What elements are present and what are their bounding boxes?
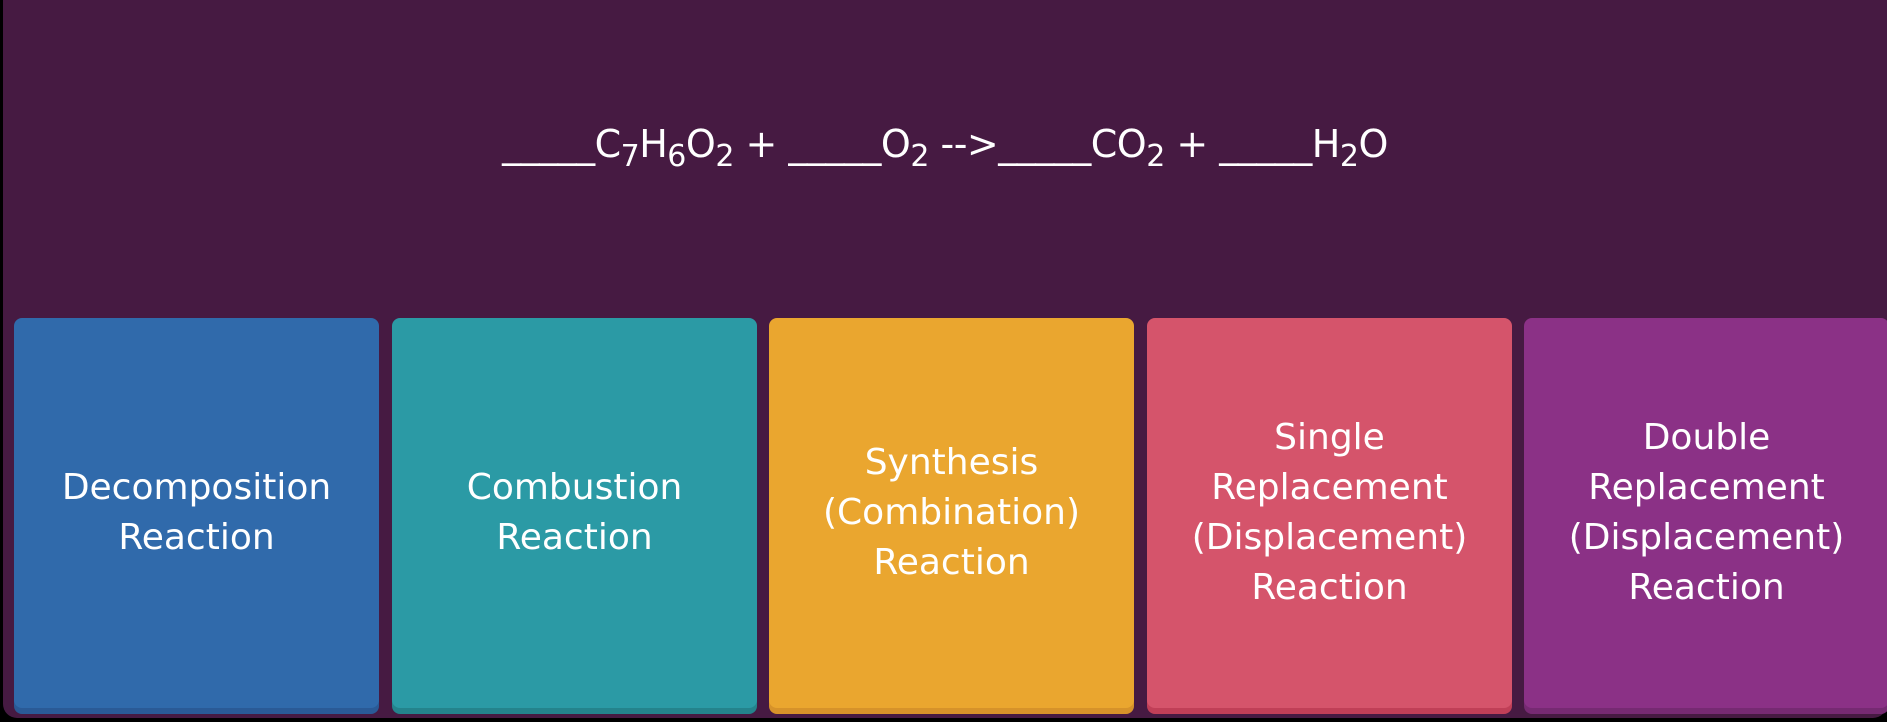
equation-subscript: 6: [667, 139, 686, 174]
answer-label-line: (Displacement): [1191, 517, 1468, 558]
answer-label-line: Double: [1642, 417, 1771, 458]
answer-label-line: Synthesis: [864, 442, 1039, 483]
equation-subscript: 2: [1339, 139, 1359, 174]
equation-text: O: [685, 122, 716, 166]
equation-subscript: 2: [715, 139, 734, 174]
equation-text: O: [1358, 122, 1388, 166]
answer-label-line: Decomposition: [61, 467, 332, 508]
equation-subscript: 2: [1146, 139, 1165, 174]
answer-option-3[interactable]: Synthesis (Combination) Reaction: [769, 318, 1134, 708]
equation-text: -->_____CO: [928, 122, 1147, 166]
answer-label: Synthesis (Combination) Reaction: [823, 438, 1080, 588]
answer-label-line: Reaction: [1251, 567, 1408, 608]
answer-label-line: Replacement: [1211, 467, 1448, 508]
equation-subscript: 7: [620, 139, 640, 174]
answer-label-line: Reaction: [873, 542, 1030, 583]
answer-label-line: (Displacement): [1568, 517, 1845, 558]
answer-label-line: Reaction: [118, 517, 275, 558]
answer-label-line: Single: [1274, 417, 1385, 458]
answer-label-line: Reaction: [1628, 567, 1785, 608]
answer-label-line: Replacement: [1588, 467, 1825, 508]
equation-subscript: 2: [910, 139, 929, 174]
equation-text: H: [639, 122, 668, 166]
equation-text: + _____O: [733, 122, 911, 166]
answer-label-line: Reaction: [496, 517, 653, 558]
answer-label-line: Combustion: [466, 467, 683, 508]
equation-text: _____C: [502, 122, 621, 166]
question-equation: _____C7H6O2 + _____O2 -->_____CO2 + ____…: [3, 122, 1887, 172]
equation-text: + _____H: [1164, 122, 1340, 166]
quiz-stage: _____C7H6O2 + _____O2 -->_____CO2 + ____…: [3, 0, 1887, 718]
answer-label-line: (Combination): [822, 492, 1080, 533]
